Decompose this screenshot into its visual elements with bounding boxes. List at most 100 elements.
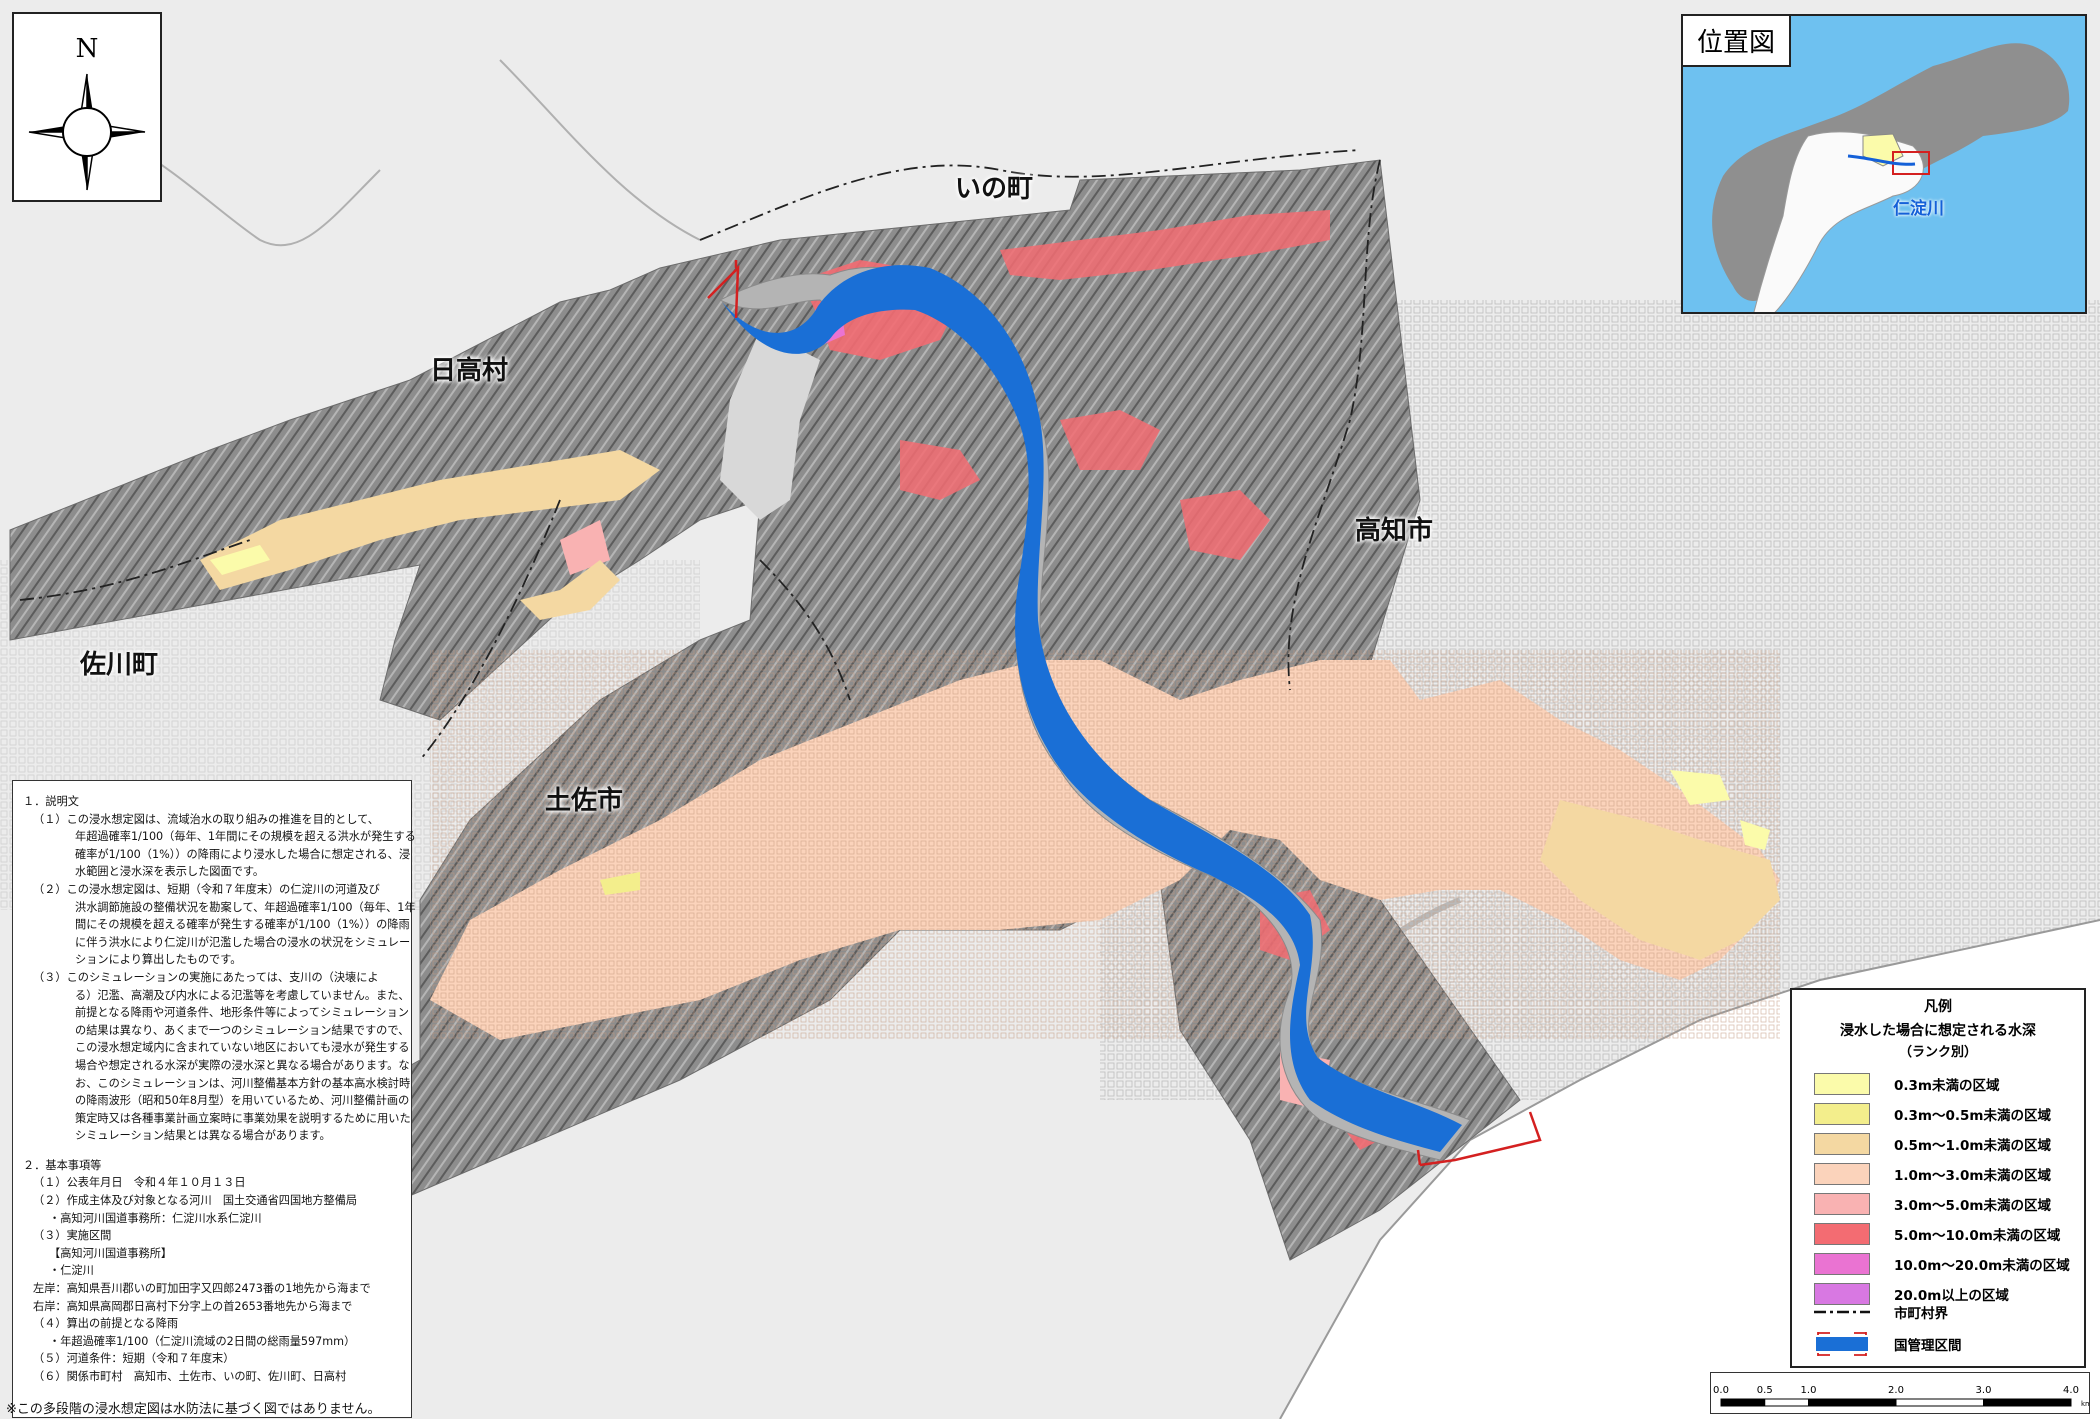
notes-line: （１）公表年月日 令和４年１０月１３日 — [33, 1176, 246, 1190]
legend: 凡例 浸水した場合に想定される水深 （ランク別） 0.3m未満の区域 0.3m～0… — [1790, 988, 2086, 1368]
notes-line: 水範囲と浸水深を表示した図面です。 — [75, 865, 265, 879]
notes-line: （１）この浸水想定図は、流域治水の取り組みの推進を目的として、 — [33, 812, 379, 826]
legend-label: 0.5m～1.0m未満の区域 — [1894, 1138, 2051, 1154]
flood-zone-5m-10m — [900, 440, 980, 500]
flood-zone-0-3m-0-5m — [600, 872, 640, 895]
notes-line: 洪水調節施設の整備状況を勘案して、年超過確率1/100（毎年、1年 — [75, 900, 416, 914]
legend-label: 1.0m～3.0m未満の区域 — [1894, 1168, 2051, 1184]
notes-line: 年超過確率1/100（毎年、1年間にその規模を超える洪水が発生する — [75, 830, 416, 844]
place-label-kochi: 高知市 — [1355, 516, 1434, 546]
legend-label: 10.0m～20.0m未満の区域 — [1894, 1258, 2070, 1274]
municipal-boundary — [19, 149, 1381, 761]
flood-zone-3m-5m — [560, 520, 610, 575]
legend-label-boundary: 市町村界 — [1894, 1306, 1948, 1322]
scale-segment — [1764, 1398, 1809, 1407]
place-label-tosa: 土佐市 — [545, 786, 624, 816]
scale-segment — [1895, 1398, 1984, 1407]
notes-line: シミュレーション結果とは異なる場合があります。 — [75, 1129, 331, 1143]
legend-title: 凡例 — [1924, 999, 1952, 1015]
north-arrow: N — [12, 12, 162, 202]
valley-gap — [720, 330, 820, 520]
legend-label: 3.0m～5.0m未満の区域 — [1894, 1198, 2051, 1214]
legend-row: 10.0m～20.0m未満の区域 — [1814, 1252, 2070, 1276]
notes-line: お、このシミュレーションは、河川整備基本方針の基本高水検討時 — [75, 1076, 411, 1090]
notes-line: ・高知河川国道事務所：仁淀川水系仁淀川 — [49, 1211, 262, 1225]
legend-label: 20.0m以上の区域 — [1894, 1288, 2009, 1304]
flood-zone-under-0-3m — [210, 545, 270, 575]
compass-rose-icon — [28, 73, 146, 191]
notes-line: 前提となる降雨や河道条件、地形条件等によってシミュレーション — [75, 1006, 409, 1020]
explanation-notes: １．説明文 （１）この浸水想定図は、流域治水の取り組みの推進を目的として、年超過確… — [12, 780, 416, 1418]
notes-line: （２）この浸水想定図は、短期（令和７年度末）の仁淀川の河道及び — [33, 882, 380, 896]
flood-zone-1m-3m — [200, 450, 660, 590]
legend-swatch — [1814, 1253, 1870, 1275]
legend-row-managed: 国管理区間 — [1814, 1332, 1962, 1356]
niyodo-river — [722, 265, 1462, 1152]
notes-line: 間にその規模を超える確率が発生する確率が1/100（1%））の降雨 — [75, 918, 410, 932]
notes-line: （５）河道条件：短期（令和７年度末） — [33, 1352, 235, 1366]
scale-tick-label: 3.0 — [1976, 1385, 1992, 1396]
notes-line: 策定時又は各種事業計画立案時に事業効果を説明するために用いた — [75, 1111, 411, 1125]
scale-tick-label: 0.5 — [1757, 1385, 1773, 1396]
notes-line: る）氾濫、高潮及び内水による氾濫等を考慮していません。また、 — [75, 988, 410, 1002]
place-label-ino: いの町 — [955, 174, 1034, 204]
scale-segment — [1983, 1398, 2072, 1407]
notes-line: ２．基本事項等 — [23, 1158, 102, 1172]
legend-swatch — [1814, 1073, 1870, 1095]
stream — [499, 59, 701, 241]
legend-row: 1.0m～3.0m未満の区域 — [1814, 1162, 2051, 1186]
notes-line: ・仁淀川 — [49, 1264, 94, 1278]
notes-line: 右岸：高知県高岡郡日高村下分字上の首2653番地先から海まで — [33, 1299, 353, 1313]
notes-line: 確率が1/100（1%））の降雨により浸水した場合に想定される、浸 — [75, 847, 411, 861]
flood-zone-under-0-3m — [1670, 770, 1730, 805]
scale-tick-label: 2.0 — [1888, 1385, 1904, 1396]
place-label-sakawa: 佐川町 — [80, 650, 159, 680]
notes-line: 場合や想定される水深が実際の浸水深と異なる場合があります。な — [75, 1058, 410, 1072]
legend-row: 0.3m～0.5m未満の区域 — [1814, 1102, 2051, 1126]
legend-label-managed: 国管理区間 — [1894, 1338, 1962, 1354]
notes-line: の降雨波形（昭和50年8月型）を用いているため、河川整備計画の — [75, 1094, 410, 1108]
legend-row: 0.3m未満の区域 — [1814, 1072, 1999, 1096]
notes-line: （２）作成主体及び対象となる河川 国土交通省四国地方整備局 — [33, 1194, 358, 1208]
flood-zone-5m-10m — [1060, 410, 1160, 470]
notes-line: この浸水想定域内に含まれていない地区においても浸水が発生する — [75, 1041, 410, 1055]
inset-title: 位置図 — [1683, 16, 1792, 67]
notes-line: １．説明文 — [23, 795, 79, 808]
legend-swatch — [1814, 1283, 1870, 1305]
legend-subtitle-rank: （ランク別） — [1898, 1045, 1977, 1060]
notes-line: （３）実施区間 — [33, 1229, 112, 1243]
legend-row: 3.0m～5.0m未満の区域 — [1814, 1192, 2051, 1216]
legend-row: 0.5m～1.0m未満の区域 — [1814, 1132, 2051, 1156]
coastline — [1279, 919, 2100, 1419]
scale-unit: km — [2081, 1400, 2089, 1408]
scale-tick-label: 4.0 — [2063, 1385, 2079, 1396]
flood-zone-0-5m-1m — [1540, 800, 1780, 960]
legend-row: 20.0m以上の区域 — [1814, 1282, 2009, 1306]
legend-swatch — [1814, 1133, 1870, 1155]
scale-tick-label: 0.0 — [1713, 1385, 1729, 1396]
scale-segment — [1808, 1398, 1897, 1407]
notes-line: （３）このシミュレーションの実施にあたっては、支川の（決壊によ — [33, 970, 379, 984]
notes-line: （４）算出の前提となる降雨 — [33, 1317, 179, 1331]
legend-row-boundary: 市町村界 — [1814, 1300, 1948, 1324]
legend-swatch — [1814, 1193, 1870, 1215]
legend-row: 5.0m～10.0m未満の区域 — [1814, 1222, 2060, 1246]
notes-line: 左岸：高知県吾川郡いの町加田字又四郎2473番の1地先から海まで — [33, 1282, 371, 1296]
notes-line: ・年超過確率1/100（仁淀川流域の2日間の総雨量597mm） — [49, 1334, 356, 1348]
north-letter: N — [75, 34, 99, 64]
legend-subtitle: 浸水した場合に想定される水深 — [1840, 1023, 2036, 1039]
legend-swatch — [1814, 1223, 1870, 1245]
inset-river-label: 仁淀川 — [1893, 199, 1944, 219]
notes-line: 【高知河川国道事務所】 — [49, 1246, 173, 1260]
legend-label: 0.3m～0.5m未満の区域 — [1894, 1108, 2051, 1124]
notes-line: に伴う洪水により仁淀川が氾濫した場合の浸水の状況をシミュレー — [75, 935, 411, 949]
flood-zone-1m-3m — [520, 560, 620, 620]
flood-zone-under-0-3m — [1740, 820, 1770, 850]
location-inset: 位置図 仁淀川 — [1681, 14, 2087, 314]
flood-zone-5m-10m — [1180, 490, 1270, 560]
notes-line: の結果は異なり、あくまで一つのシミュレーション結果ですので、 — [75, 1023, 410, 1037]
place-label-hidaka: 日高村 — [430, 356, 509, 386]
notes-line: ションにより算出したものです。 — [75, 953, 242, 967]
